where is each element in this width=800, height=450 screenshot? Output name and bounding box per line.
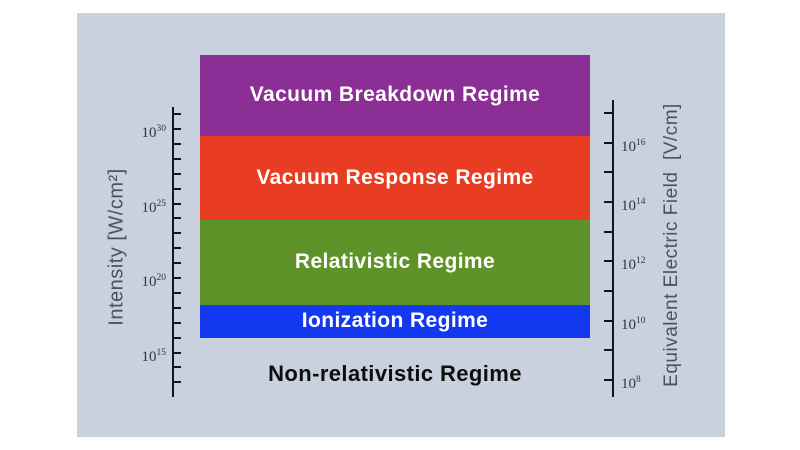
left-axis-tick: [173, 217, 181, 220]
right-axis-tick-label: 108: [621, 374, 641, 392]
right-axis-tick-label: 1016: [621, 137, 646, 155]
left-axis-tick: [173, 381, 181, 384]
band-label: Relativistic Regime: [294, 250, 496, 274]
left-axis-tick-label: 1020: [141, 273, 167, 290]
left-axis-tick-label: 1030: [141, 124, 167, 141]
left-axis-tick-label: 1015: [141, 347, 167, 365]
right-axis-tick: [604, 201, 613, 204]
right-axis-tick-label: 1014: [621, 197, 646, 215]
left-axis-tick: [173, 172, 181, 175]
left-axis-tick: [173, 321, 181, 324]
left-axis-tick: [173, 202, 181, 205]
right-axis-tick: [604, 112, 613, 115]
right-axis-tick: [604, 378, 613, 381]
band-ionization-regime: Ionization Regime: [200, 304, 590, 338]
band-relativistic-regime: Relativistic Regime: [200, 219, 590, 305]
left-axis-tick: [173, 247, 181, 250]
left-axis-tick: [173, 128, 181, 130]
band-vacuum-response-regime: Vacuum Response Regime: [200, 136, 590, 220]
band-label: Ionization Regime: [301, 309, 489, 333]
left-axis-line: [172, 107, 174, 397]
left-axis-tick: [173, 187, 181, 190]
right-axis-tick-label: 1010: [621, 315, 646, 333]
left-axis-tick: [173, 262, 181, 265]
right-axis-tick: [604, 349, 613, 352]
band-label: Vacuum Breakdown Regime: [249, 83, 541, 107]
right-axis-tick: [604, 289, 613, 292]
left-axis-tick: [173, 142, 181, 145]
left-axis-tick: [173, 113, 181, 116]
left-axis-tick: [173, 291, 181, 294]
left-axis-tick: [173, 336, 181, 339]
right-axis-tick: [604, 230, 613, 233]
left-axis-title: Intensity [W/cm²]: [105, 168, 128, 326]
band-label: Vacuum Response Regime: [256, 166, 534, 190]
band-vacuum-breakdown-regime: Vacuum Breakdown Regime: [200, 54, 590, 137]
right-axis-line: [612, 100, 614, 397]
right-axis-tick-label: 1012: [621, 256, 646, 274]
right-axis-tick: [604, 319, 613, 322]
right-axis-title: Equivalent Electric Field [V/cm]: [661, 103, 682, 387]
left-axis-tick-label: 1025: [141, 198, 167, 216]
left-axis-tick: [173, 157, 181, 160]
non-relativistic-regime-label: Non-relativistic Regime: [268, 361, 522, 386]
left-axis-tick: [173, 277, 181, 279]
right-axis-tick: [604, 141, 613, 144]
right-axis-tick: [604, 171, 613, 174]
right-axis-tick: [604, 260, 613, 263]
left-axis-tick: [173, 306, 181, 309]
left-axis-tick: [173, 366, 181, 369]
left-axis-tick: [173, 232, 181, 235]
left-axis-tick: [173, 351, 181, 354]
